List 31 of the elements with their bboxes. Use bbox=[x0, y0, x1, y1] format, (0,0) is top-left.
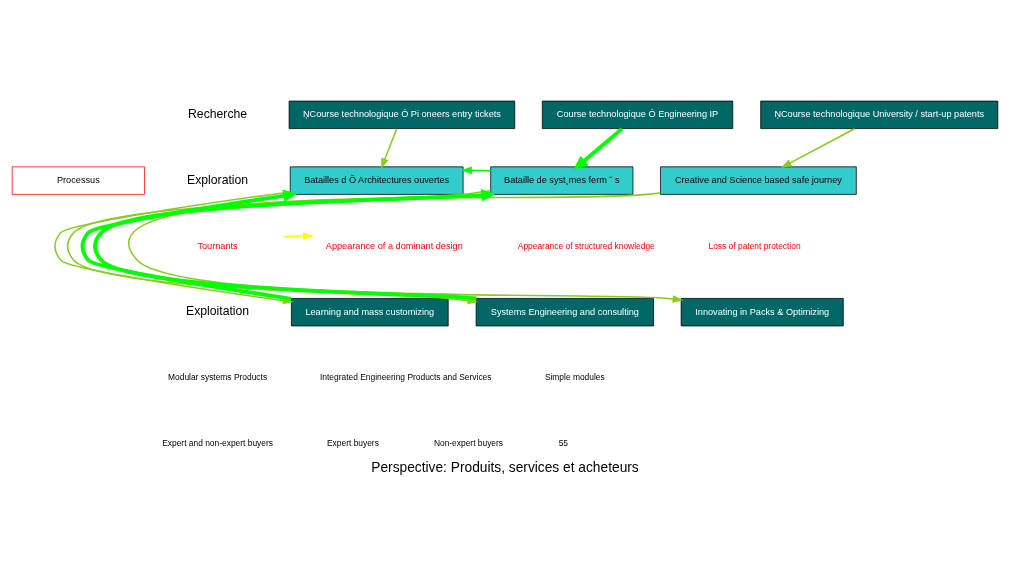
node-box: Innovating in Packs & Optimizing bbox=[680, 297, 844, 326]
label: Integrated Engineering Products and Services bbox=[319, 371, 491, 382]
arrow bbox=[380, 127, 397, 169]
node-box: ŅCourse technologique Ó Pi oneers entry tickets bbox=[288, 100, 515, 129]
label: Loss of patent protection bbox=[708, 240, 801, 251]
node-box: Systems Engineering and consulting bbox=[475, 297, 654, 326]
node-box: Creative and Science based safe journey bbox=[659, 165, 857, 195]
caption: Perspective: Produits, services et acheteurs bbox=[370, 459, 639, 475]
label: Exploration bbox=[186, 172, 248, 187]
arrow bbox=[282, 231, 314, 240]
arrow bbox=[573, 126, 623, 170]
node-text: Tournants bbox=[196, 240, 238, 251]
node-text: Appearance of a dominant design bbox=[325, 240, 463, 251]
node-box: Batailles d Õ Architectures ouvertes bbox=[289, 165, 463, 195]
label: Simple modules bbox=[544, 371, 605, 382]
arrow bbox=[780, 127, 855, 168]
label: Expert and non-expert buyers bbox=[161, 437, 273, 448]
arrow bbox=[460, 166, 491, 174]
node-box: Course technologique Ó Engineering IP bbox=[541, 100, 733, 129]
node-box: Learning and mass customizing bbox=[290, 297, 449, 326]
arrow bbox=[80, 189, 298, 301]
node-box: Processus bbox=[11, 165, 145, 195]
label: Exploitation bbox=[185, 303, 249, 318]
node-box: Bataille de syst¸mes ferm ˇ s bbox=[489, 165, 633, 195]
label: Expert buyers bbox=[326, 437, 379, 448]
node-box: ŅCourse technologique University / start-up patents bbox=[759, 100, 998, 129]
label: Appearance of structured knowledge bbox=[517, 240, 655, 251]
label: Recherche bbox=[187, 106, 247, 121]
label: 55 bbox=[558, 437, 568, 448]
label: Modular systems Products bbox=[167, 371, 267, 382]
label: Non-expert buyers bbox=[433, 437, 503, 448]
